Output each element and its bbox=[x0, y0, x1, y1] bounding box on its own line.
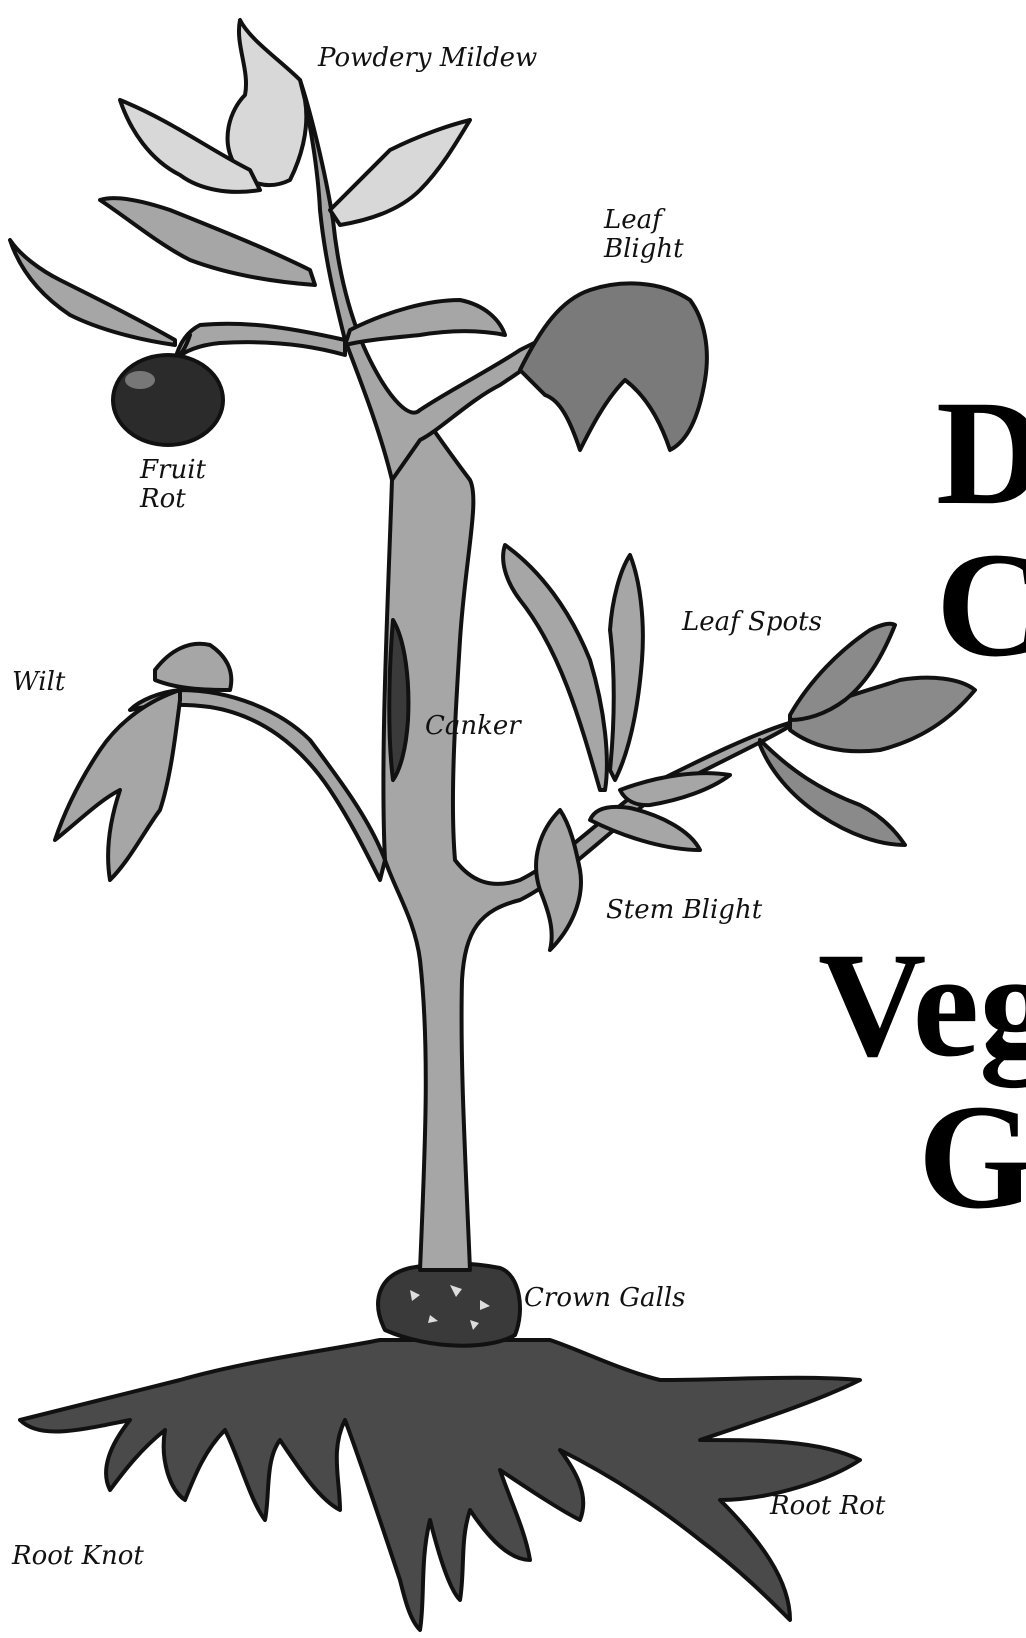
upper-left-leaf bbox=[100, 198, 315, 285]
label-root-rot: Root Rot bbox=[770, 1492, 885, 1521]
wilt-leaf-top bbox=[155, 644, 231, 690]
label-crown-galls: Crown Galls bbox=[524, 1284, 685, 1313]
stem-blight-leaf-right bbox=[590, 807, 700, 850]
main-stem bbox=[383, 410, 800, 1270]
root-system bbox=[20, 1340, 860, 1630]
powdery-mildew-leaf-right bbox=[330, 120, 470, 225]
label-fruit-rot-line2: Rot bbox=[140, 485, 206, 514]
far-left-leaf bbox=[10, 240, 175, 345]
label-wilt: Wilt bbox=[12, 668, 65, 697]
title-fragment-3: Veg bbox=[818, 930, 1026, 1080]
fruit-highlight bbox=[125, 371, 155, 389]
powdery-mildew-leaf bbox=[228, 20, 307, 185]
label-leaf-blight-line2: Blight bbox=[604, 235, 684, 264]
stem-blight-leaf bbox=[536, 810, 581, 950]
label-canker: Canker bbox=[425, 712, 521, 741]
label-fruit-rot-line1: Fruit bbox=[140, 456, 206, 485]
leaf-spots-right-upper bbox=[610, 555, 643, 780]
roots bbox=[20, 1340, 860, 1630]
leaf-spots-upper bbox=[503, 545, 607, 790]
center-leaf bbox=[345, 300, 505, 345]
fruit-rot-tomato bbox=[113, 355, 223, 445]
leaf-blight-cluster bbox=[520, 283, 707, 450]
crown bbox=[378, 1264, 520, 1346]
stem-blight-leaf-upper bbox=[620, 773, 730, 805]
title-fragment-2: C bbox=[936, 530, 1026, 680]
label-root-knot: Root Knot bbox=[12, 1542, 144, 1571]
label-powdery-mildew: Powdery Mildew bbox=[318, 44, 537, 73]
crown-gall bbox=[378, 1264, 520, 1346]
title-fragment-1: D bbox=[936, 378, 1026, 528]
label-leaf-blight: Leaf Blight bbox=[604, 206, 684, 264]
fruit bbox=[113, 335, 223, 445]
label-leaf-blight-line1: Leaf bbox=[604, 206, 684, 235]
left-branch bbox=[175, 324, 345, 360]
title-fragment-4: G bbox=[918, 1082, 1026, 1232]
wilt-leaf bbox=[55, 690, 180, 880]
label-fruit-rot: Fruit Rot bbox=[140, 456, 206, 514]
leaf-spots-lower-right bbox=[760, 740, 905, 845]
label-leaf-spots: Leaf Spots bbox=[682, 608, 822, 637]
label-stem-blight: Stem Blight bbox=[606, 896, 762, 925]
